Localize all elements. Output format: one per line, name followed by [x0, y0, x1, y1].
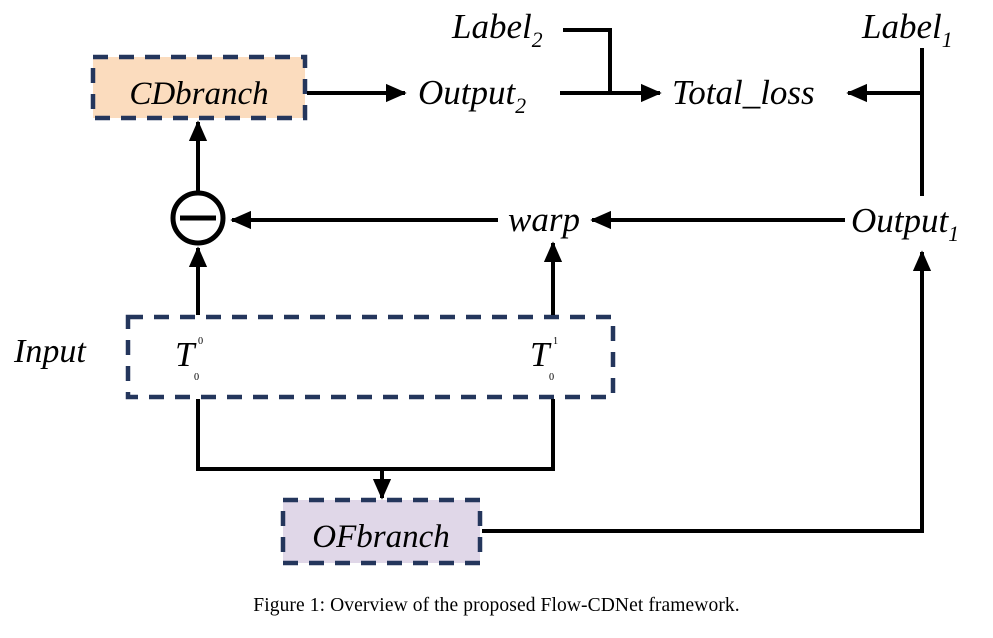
- ofbranch-box[interactable]: [280, 497, 483, 566]
- edge-ofbranch-to-output1: [482, 250, 932, 533]
- flow-cdnet-diagram: CDbranch OFbranch Input Label2 Label1 Ou…: [13, 7, 959, 566]
- input-group-box[interactable]: [125, 314, 616, 400]
- ofbranch-label: OFbranch: [312, 519, 449, 555]
- t00-superscript: 0: [198, 336, 203, 347]
- output2-text: Output2: [418, 73, 526, 118]
- label2-text: Label2: [451, 7, 543, 52]
- cdbranch-box[interactable]: [90, 54, 308, 121]
- subtract-node[interactable]: [170, 190, 226, 246]
- t01-superscript: 1: [553, 336, 558, 347]
- input-label: Input: [13, 333, 87, 370]
- t01-subscript: 0: [549, 372, 554, 383]
- edge-label2-to-total-loss: [563, 28, 612, 93]
- label1-text: Label1: [861, 7, 953, 52]
- figure-caption: Figure 1: Overview of the proposed Flow-…: [253, 595, 740, 616]
- t01-text: T 1 0: [530, 335, 558, 383]
- warp-text: warp: [508, 200, 580, 239]
- svg-text:T: T: [530, 335, 552, 374]
- cdbranch-label: CDbranch: [129, 76, 268, 112]
- t00-text: T 0 0: [175, 335, 203, 383]
- t00-subscript: 0: [194, 372, 199, 383]
- edge-t01-down-to-bus: [382, 399, 555, 471]
- total-loss-text: Total_loss: [672, 73, 815, 112]
- edge-t00-down-to-bus: [196, 399, 382, 471]
- svg-text:T: T: [175, 335, 197, 374]
- output1-text: Output1: [851, 201, 959, 246]
